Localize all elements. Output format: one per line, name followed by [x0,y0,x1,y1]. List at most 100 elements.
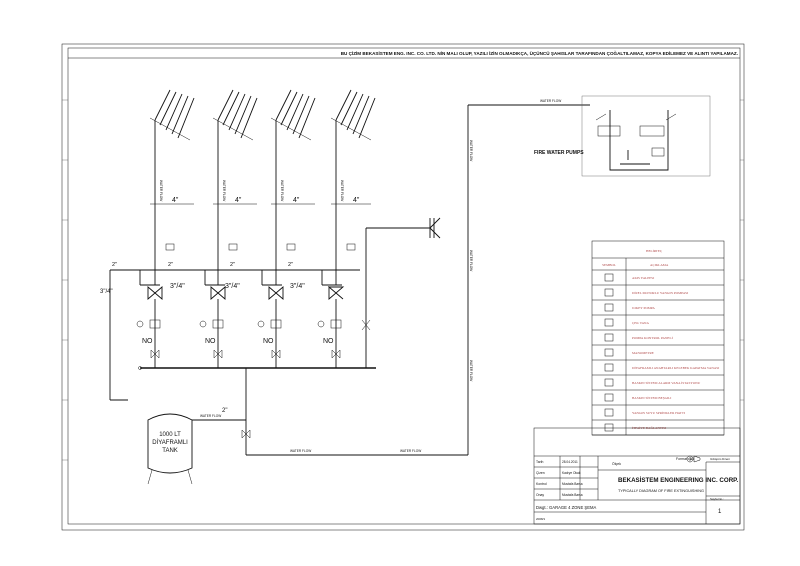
sprinkler-zone-3 [270,89,316,141]
fire-pump-detail: FIRE WATER PUMPS [534,95,711,177]
svg-text:WATER FLOW: WATER FLOW [159,180,163,201]
branch-size-3: 3"/4" [290,283,305,290]
sprinkler-zone-1 [149,89,195,141]
svg-text:NO: NO [205,338,216,345]
branch-size-1: 3"/4" [170,283,185,290]
legend-item-label: ÇEK VANA [632,321,649,325]
legend-row: JOKEY POMPA [592,303,724,316]
fire-dept-connection [429,217,441,239]
svg-text:BEKASİSTEM ENGINEERING INC. CO: BEKASİSTEM ENGINEERING INC. CORP. [618,477,738,484]
legend-item-label: İTFAİYE BAĞLANTISI [632,425,667,430]
manometer-icon [604,348,614,357]
legend-row: İTFAİYE BAĞLANTISI [592,423,724,436]
riser-flow-right: WATER FLOW [469,140,473,161]
legend-item-label: POMPA KONTROL PANELİ [632,335,674,340]
riser-flow-labels: WATER FLOW WATER FLOW WATER FLOW WATER F… [159,180,344,201]
legend-item-label: DİZEL MOTORLU YANGIN POMPASI [632,290,689,295]
title-block-row-value: Mustafa Barsa [562,493,583,497]
legend-table: HELİRTEÇ SEMBOL AÇIKLAMA [591,240,725,436]
top-flow-label: WATER FLOW [540,99,561,103]
legend-item-label: BASKIN SİSTEM BEŞGILI [632,395,672,400]
check-valve [361,319,371,331]
legend-row: YANGIN SUYU SPRİNKLER HATTI [592,408,724,421]
title-block-row-value: Mustafa Barsa [562,482,583,486]
legend-row: BASKIN SİSTEM ALARM VANA İSTASYONU [592,378,724,391]
drain-valves [150,349,341,359]
control-panel-icon [604,333,614,342]
title-block-row-label: Tarih [536,460,543,464]
inner-border [67,47,741,525]
header-size-label-4: 2" [288,262,293,268]
legend-rows: AKIS YALPESI DİZEL MOTORLU YANGIN POMPASI… [592,273,724,436]
svg-text:1000 LT: 1000 LT [159,432,181,438]
tank-line-size: 2" [222,408,227,414]
legend-item-label: AKIS YALPESI [632,276,655,280]
zone-risers [154,120,337,285]
svg-text:Ölçek: Ölçek [612,462,621,466]
header-piping [109,269,360,380]
legend-item-label: DİYAFRAMLI ANAHTARLI KELEBEK KAPATMA VAN… [632,365,720,370]
legend-row: BASKIN SİSTEM BEŞGILI [592,393,724,406]
header-size-label: 2" [112,262,117,268]
sprinkler-zone-4 [330,89,376,141]
svg-text:1: 1 [718,509,722,515]
svg-text:WATER FLOW: WATER FLOW [222,180,226,201]
legend-item-label: YANGIN SUYU SPRİNKLER HATTI [632,410,686,415]
projection-symbol-icon [686,455,701,463]
electric-pump-icon [604,288,614,297]
supply-line [245,104,590,456]
svg-text:TANK: TANK [162,448,178,454]
alarm-valve-icon [604,378,614,387]
svg-text:4": 4" [293,197,300,204]
title-block-row-label: Kontrol [536,482,547,486]
branch-size-2: 3"/4" [225,283,240,290]
legend-row: MANOMETRE [592,348,724,361]
header-size-label-3: 2" [230,262,235,268]
jockey-pump-icon [604,303,614,312]
title-block: Ölçek Format : A3 Izdüşüm Dzeni BEKASİST… [533,427,741,525]
riser-size-markers: 4" 4" 4" 4" [150,197,371,205]
svg-text:WATER FLOW: WATER FLOW [340,180,344,201]
outer-border [61,43,745,531]
svg-text:4": 4" [353,197,360,204]
bottom-flow-label: WATER FLOW [290,449,311,453]
svg-text:4": 4" [172,197,179,204]
check-valve-icon [604,318,614,327]
header-size-label-2: 2" [168,262,173,268]
legend-item-label: JOKEY POMPA [632,306,655,310]
title-block-row-label: Onay [536,493,544,497]
svg-text:DİYAFRAMLI: DİYAFRAMLI [152,439,188,446]
tank-valve [241,429,251,439]
legend-row: ÇEK VANA [592,318,724,331]
svg-text:NO: NO [323,338,334,345]
svg-text:NO: NO [142,338,153,345]
zone-drops [154,299,337,368]
legend-item-label: BASKIN SİSTEM ALARM VANA İSTASYONU [632,380,701,385]
sprinkler-icon [604,393,614,402]
legend-item-label: MANOMETRE [632,351,654,355]
svg-text:HELİRTEÇ: HELİRTEÇ [646,248,663,253]
fire-dept-connection-icon [604,423,614,432]
title-block-row-value: Kadrye Okak [562,471,581,475]
alarm-valves [147,286,345,300]
tank-flow-label: WATER FLOW [200,414,221,418]
svg-text:NO: NO [263,338,274,345]
svg-text:TYPICALLY DIAGRAM OF FIRE EXTI: TYPICALLY DIAGRAM OF FIRE EXTINGUISHING [618,489,704,493]
riser-switches [165,243,356,251]
title-block-row-value: 28.04.2011 [562,460,578,464]
legend-row: POMPA KONTROL PANELİ [592,333,724,346]
sprinkler-line-icon [604,408,614,417]
riser-flow-right-2: WATER FLOW [469,250,473,271]
sprinkler-zone-2 [212,89,258,141]
title-block-row-label: Çizen [536,471,545,475]
riser-flow-right-3: WATER FLOW [469,360,473,381]
svg-text:WATER FLOW: WATER FLOW [280,180,284,201]
valve-state-labels: NO NO NO NO [142,338,334,345]
copyright-notice: BU ÇİZİM BEKASİSTEM ENG. INC. CO. LTD. N… [341,49,738,56]
flow-arrow-icon [604,273,614,282]
isolation-valves [136,319,342,329]
legend-row: DİYAFRAMLI ANAHTARLI KELEBEK KAPATMA VAN… [592,363,724,376]
svg-text:FIRE WATER PUMPS: FIRE WATER PUMPS [534,150,584,156]
